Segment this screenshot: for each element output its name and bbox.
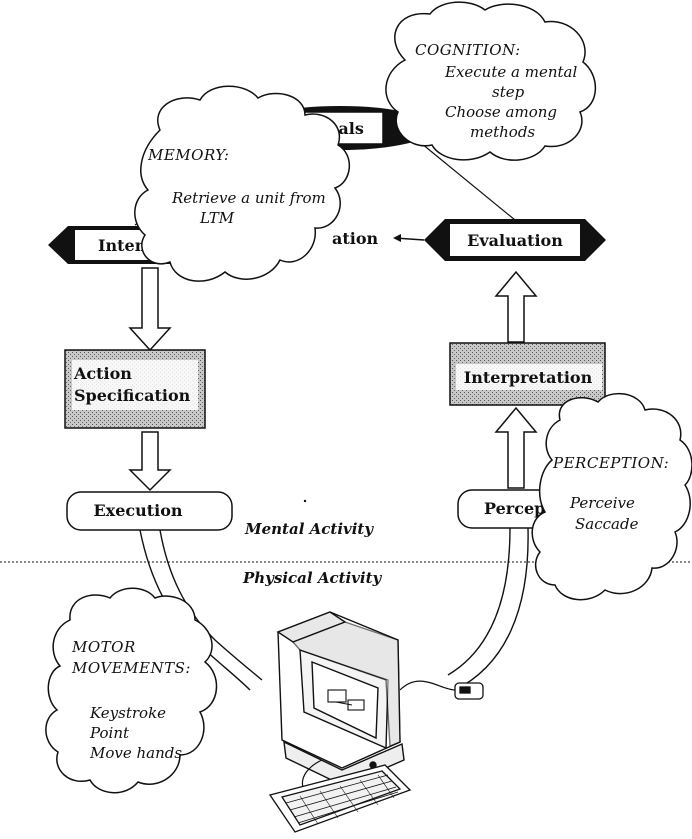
- cognition-title: COGNITION:: [415, 41, 521, 59]
- evaluation-box: [450, 224, 580, 256]
- action-to-execution-arrow: [128, 431, 172, 492]
- mental-activity-label: Mental Activity: [244, 520, 374, 538]
- perception-to-interpretation-arrow: [494, 406, 538, 489]
- keyboard-icon: [268, 764, 412, 833]
- memory-cloud: [134, 85, 351, 282]
- motor-line1: Keystroke: [89, 704, 166, 722]
- physical-activity-label: Physical Activity: [242, 569, 383, 587]
- memory-line1: Retrieve a unit from: [171, 189, 326, 207]
- perception-channel-outer: [447, 527, 511, 676]
- speck: [303, 499, 307, 503]
- motor-cloud: [45, 587, 218, 794]
- perception-label: Percep: [484, 499, 545, 518]
- motor-line3: Move hands: [89, 744, 182, 762]
- cognition-line4: methods: [470, 123, 535, 141]
- perception-title: PERCEPTION:: [552, 454, 669, 472]
- execution-box: [66, 491, 233, 531]
- interpretation-to-evaluation-arrow: [494, 270, 538, 343]
- memory-title: MEMORY:: [147, 146, 229, 164]
- evaluation-label: Evaluation: [467, 231, 563, 250]
- motor-line2: Point: [89, 724, 130, 742]
- perception-line2: Saccade: [575, 515, 639, 533]
- cognition-line2: step: [492, 83, 525, 101]
- intention-to-action-arrow: [128, 267, 172, 352]
- computer-icon: [276, 611, 405, 787]
- action-label-line1: Action: [73, 364, 132, 383]
- mouse-cable: [399, 680, 456, 691]
- interpretation-label-bg: [456, 364, 602, 390]
- interpretation-label: Interpretation: [464, 368, 593, 387]
- memory-line2: LTM: [199, 209, 235, 227]
- cognition-line1: Execute a mental: [444, 63, 577, 81]
- motor-title-line2: MOVEMENTS:: [71, 659, 191, 677]
- cognition-cloud: [385, 1, 597, 161]
- evaluation-fragment: ation: [332, 229, 379, 248]
- perception-cloud: [531, 392, 692, 601]
- action-specification-label-bg: [72, 360, 198, 410]
- motor-title-line1: MOTOR: [71, 638, 136, 656]
- intention-label: Inten: [98, 236, 147, 255]
- perception-channel-inner: [454, 527, 529, 691]
- arrowhead-left: [393, 234, 401, 242]
- perception-line1: Perceive: [569, 494, 635, 512]
- action-label-line2: Specification: [74, 386, 191, 405]
- cognition-line3: Choose among: [445, 103, 557, 121]
- mouse-icon: [454, 682, 484, 700]
- execution-label: Execution: [93, 501, 182, 520]
